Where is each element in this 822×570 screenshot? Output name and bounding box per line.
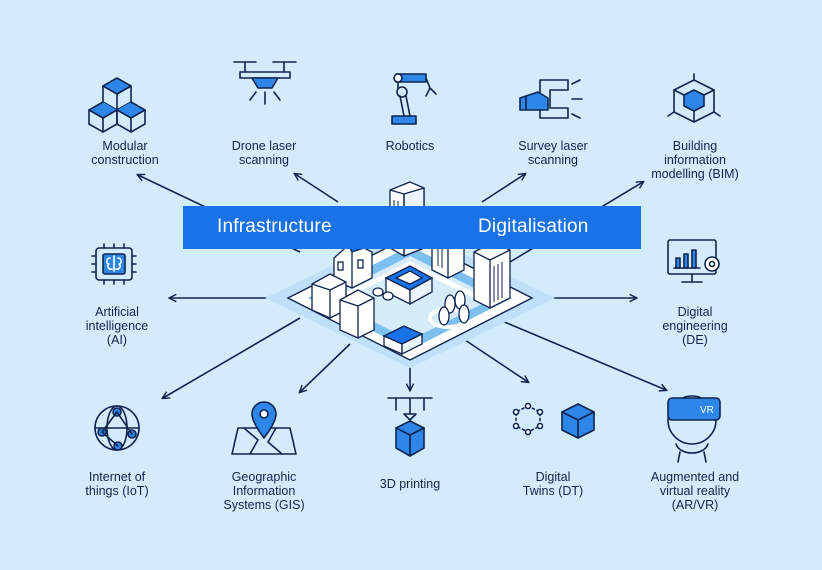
banner-digitalisation: Digitalisation [478, 216, 589, 237]
label-iot: Internet of things (IoT) [85, 470, 149, 498]
label-gis: Geographic Information Systems (GIS) [223, 470, 305, 512]
label-twins: Digital Twins (DT) [522, 470, 584, 498]
label-survey: Survey laser scanning [518, 139, 588, 167]
robot-arm-icon [391, 73, 437, 125]
label-bim: Building information modelling (BIM) [651, 139, 739, 181]
vr-headset-icon [667, 395, 721, 463]
arrow-iot [163, 317, 301, 398]
arrow-gis [300, 343, 351, 392]
arrow-survey [481, 174, 525, 203]
monitor-chart-icon [667, 239, 720, 283]
label-printing: 3D printing [379, 477, 441, 491]
drone-icon [233, 61, 297, 105]
label-arvr: Augmented and virtual reality (AR/VR) [650, 470, 740, 512]
digital-twin-icon [512, 402, 595, 439]
ai-chip-icon [91, 243, 137, 285]
label-drone: Drone laser scanning [231, 139, 297, 167]
map-pin-icon [231, 401, 297, 455]
cubes-icon [88, 77, 146, 133]
arrow-drone [295, 174, 339, 203]
title-banner [183, 206, 641, 249]
laser-scanner-icon [519, 79, 583, 119]
label-modular: Modular construction [91, 139, 159, 167]
banner-infrastructure: Infrastructure [217, 216, 332, 237]
printer-3d-icon [387, 397, 433, 457]
arrow-twins [464, 339, 528, 382]
label-robotics: Robotics [385, 139, 435, 153]
label-ai: Artificial intelligence (AI) [85, 305, 149, 347]
label-de: Digital engineering (DE) [662, 305, 728, 347]
bim-cube-icon [667, 73, 721, 123]
vr-icon-text: VR [700, 405, 714, 416]
network-globe-icon [94, 405, 140, 451]
arrow-arvr [494, 317, 666, 390]
